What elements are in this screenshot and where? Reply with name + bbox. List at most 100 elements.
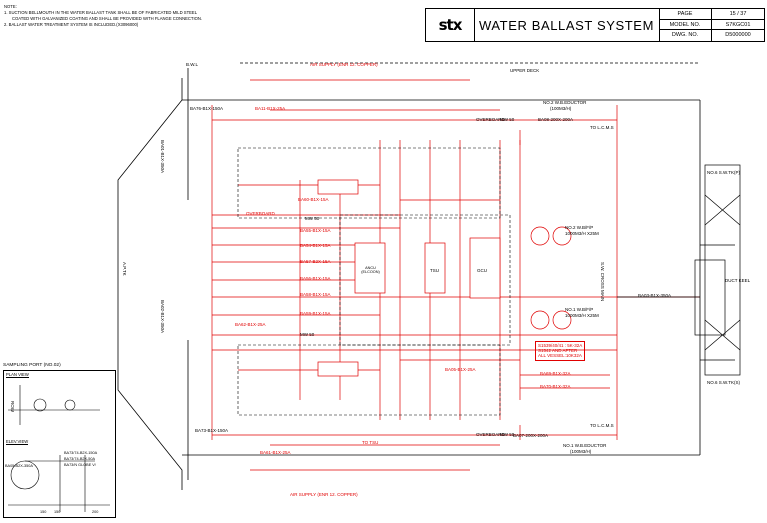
sampling-label-1: BA05-B2X-350A <box>5 464 33 468</box>
note-line-3: 2. BALLAST WATER TREATMENT SYSTEM IS INC… <box>4 22 139 27</box>
pump-1-label: NO.1 W.B/F/P <box>565 307 594 312</box>
ba58-label: BA58-B1X-15A <box>300 292 331 297</box>
ba73-label: BA73-B1X-150A <box>195 428 229 433</box>
meta-page-key: PAGE <box>659 9 712 19</box>
overboard-1-label: OVERBOARD <box>246 211 275 216</box>
pump-2-symbol <box>530 226 550 246</box>
ancu-box <box>354 242 386 294</box>
ba08-label: BA08-200X-200A <box>538 117 574 122</box>
duct-keel-label: DUCT KEEL <box>725 278 751 283</box>
sampling-label-3: BA73/74-B2X-50A <box>64 457 96 461</box>
bwl-label: B.W.L <box>186 62 199 67</box>
ba56-label: BA56-B1X-15A <box>300 276 331 281</box>
equipment-outlines <box>237 147 511 416</box>
sampling-detail <box>8 385 110 512</box>
sampling-label-4: BA73/N GLOBE V/ <box>64 463 96 467</box>
eductor-1-cap: (100M3/H) <box>570 449 592 454</box>
overboard-2-label: OVERBOARD <box>476 117 505 122</box>
cross-main-label: S.W. CROSS MAIN <box>600 262 605 302</box>
ba55-label: BA55-B1X-15A <box>300 228 331 233</box>
to-lcms-top: TO L.C.M.S <box>590 125 614 130</box>
mw-50-b: MW 50 <box>300 332 315 337</box>
note-box-line-2: S1542 AND AFTER <box>538 348 578 354</box>
ba01-label: BA01-B1X-350A <box>160 140 165 174</box>
meta-model: MODEL NO. S7KGC01 <box>659 19 764 31</box>
notes-title: NOTE: <box>4 4 17 9</box>
dim-3: 200 <box>92 510 99 514</box>
ba61-label: BA61-B1X-25A <box>260 450 291 455</box>
air-supply-top-label: AIR SUPPLY (ENR 12. COPPER) <box>310 62 378 67</box>
mw-50-d: MW 50 <box>305 216 320 221</box>
note-box-line-1: S1539/40/41 : 5K-32A <box>538 343 583 348</box>
meta-page-value: 15 / 37 <box>729 11 747 17</box>
notes: NOTE: 1. SUCTION BELLMOUTH IN THE WATER … <box>4 4 202 28</box>
ba70-label: BA70-B1X-32A <box>540 384 571 389</box>
company-logo: stx <box>426 9 475 41</box>
sea-chest-lines <box>617 164 741 376</box>
dim-1: 150 <box>40 510 47 514</box>
pump-1-cap: 1000M3/H X25M <box>565 313 599 318</box>
upper-deck-label: UPPER DECK <box>510 68 540 73</box>
row-label: ROW <box>10 401 15 412</box>
dim-2: 150 <box>54 510 61 514</box>
pump-2-cap: 1000M3/H X25M <box>565 231 599 236</box>
note-line-1: 1. SUCTION BELLMOUTH IN THE WATER BALLAS… <box>4 10 198 15</box>
overboard-3-label: OVERBOARD <box>476 432 505 437</box>
tsu-box <box>424 242 446 294</box>
ba59-label: BA59-B1X-15A <box>300 311 331 316</box>
lower-filter-box <box>317 361 359 377</box>
meta-page: PAGE 15 / 37 <box>659 9 764 20</box>
note-line-2: COATED WITH GALVANIZED COATING AND SHALL… <box>12 16 203 21</box>
title-block: stx WATER BALLAST SYSTEM PAGE 15 / 37 MO… <box>425 8 765 42</box>
ba57-label: BA57-B2X-15A <box>300 259 331 264</box>
sw-tank-bottom-label: NO.6 S.W.TK(S) <box>707 380 741 385</box>
ballast-piping <box>211 79 700 471</box>
upper-treatment-boundary <box>237 147 501 219</box>
gcu-label: GCU <box>477 268 487 273</box>
drawing-meta: PAGE 15 / 37 MODEL NO. S7KGC01 DWG. NO. … <box>659 9 764 41</box>
upper-filter-box <box>317 179 359 195</box>
pump-2-motor-symbol <box>552 226 572 246</box>
ba60-label: BA60-B1X-15A <box>298 197 329 202</box>
ba02-label: BA02-B1X-350A <box>160 300 165 334</box>
central-unit-boundary <box>339 214 511 346</box>
lower-treatment-boundary <box>237 344 501 416</box>
ancu-label: ANCU (ELCOON) <box>361 266 380 274</box>
meta-model-key: MODEL NO. <box>659 19 712 30</box>
drawing-title: WATER BALLAST SYSTEM <box>474 9 660 41</box>
ba54-label: BA54-B1X-15A <box>300 243 331 248</box>
pump-1-symbol <box>530 310 550 330</box>
air-supply-bottom-label: AIR SUPPLY (ENR 12. COPPER) <box>290 492 358 497</box>
pump-2-label: NO.2 W.B/F/P <box>565 225 594 230</box>
ba05-label: BA05-B1X-25A <box>445 367 476 372</box>
elev-view-label: ELEV.VIEW <box>6 439 29 445</box>
meta-dwg: DWG. NO. D5000000 <box>659 30 764 41</box>
ba76-label: BA76-B1X-150A <box>190 106 224 111</box>
sampling-label-2: BA73/74-B2X-150A <box>64 451 98 455</box>
eductor-2-cap: (100M3/H) <box>550 106 572 111</box>
meta-model-value: S7KGC01 <box>725 21 751 28</box>
ba62-label: BA62-B1X-25A <box>235 322 266 327</box>
to-tsu-label: TO TSU <box>362 440 379 445</box>
meta-dwg-value: D5000000 <box>725 32 751 39</box>
tsu-label: TSU <box>430 268 439 273</box>
sampling-detail-box: PLAN VIEW ELEV.VIEW ROW BA05-B2X-350A BA… <box>3 370 116 518</box>
meta-dwg-key: DWG. NO. <box>659 30 712 41</box>
mw-50-a: MW 50 <box>500 117 515 122</box>
sw-tank-top-label: NO.6 S.W.TK(P) <box>707 170 741 175</box>
ap-tank-label: A.P.TK <box>122 262 127 276</box>
eductor-2-label: NO.2 W.B.EDUCTOR <box>543 100 587 105</box>
note-box-line-3: ALL VESSEL:10K32A <box>538 353 582 359</box>
main-pipe-label: BA03-B1X-350A <box>638 293 672 298</box>
eductor-1-label: NO.1 W.B.EDUCTOR <box>563 443 607 448</box>
pump-1-motor-symbol <box>552 310 572 330</box>
ba11-label: BA11-B1X-25A <box>255 106 286 111</box>
hull-outline <box>117 62 701 490</box>
ba07-label: BA07-200X-200A <box>513 433 549 438</box>
equipment <box>317 179 572 377</box>
to-lcms-bottom: TO L.C.M.S <box>590 423 614 428</box>
gcu-box <box>469 237 501 299</box>
note-box: S1539/40/41 : 5K-32A S1542 AND AFTER ALL… <box>535 341 586 361</box>
sampling-title: SAMPLING PORT (NO.02) <box>3 363 61 368</box>
